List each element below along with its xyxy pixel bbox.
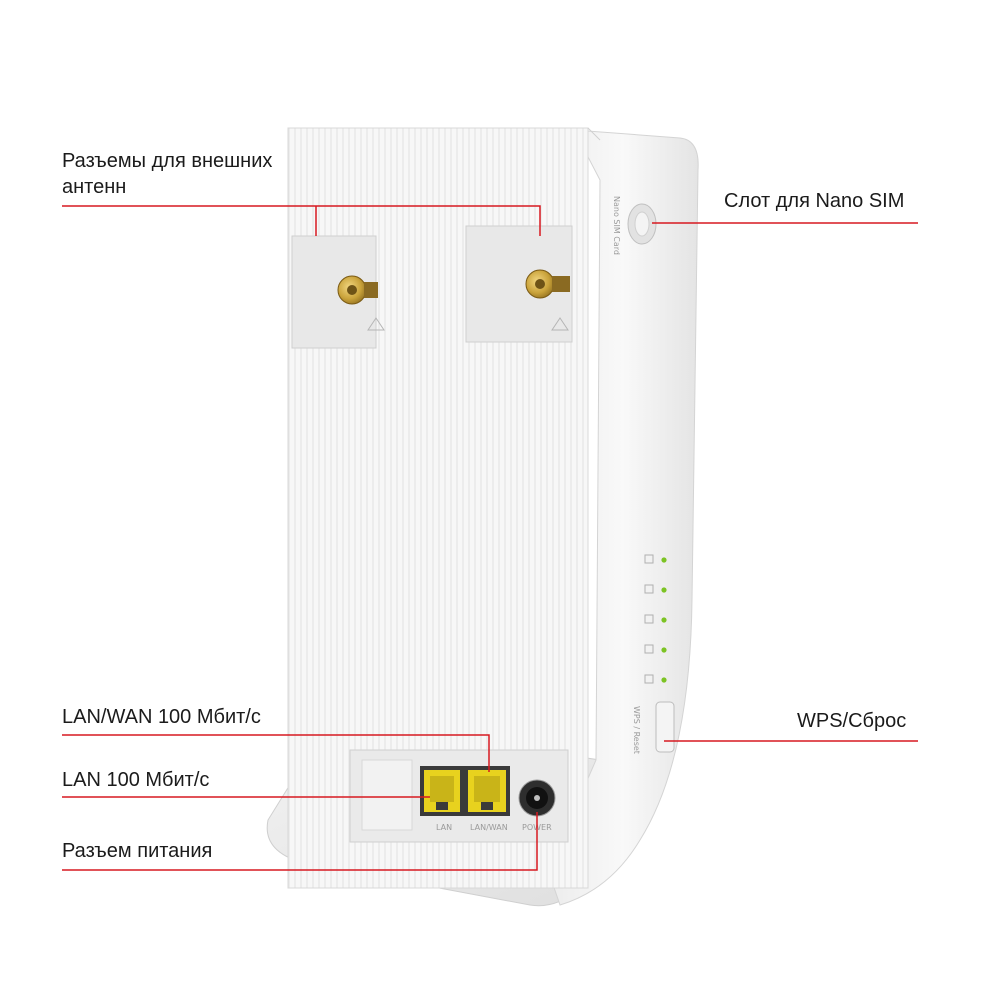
port-lan-wan-text: LAN/WAN <box>470 823 508 832</box>
sim-slot-text: Nano SIM Card <box>612 196 621 255</box>
lan-port <box>420 766 464 816</box>
callout-line-power <box>62 812 538 871</box>
callout-lan: LAN 100 Мбит/с <box>62 769 210 791</box>
lan-wan-port <box>464 766 510 816</box>
status-led <box>661 617 667 623</box>
wifi-icon <box>644 614 654 624</box>
status-led <box>661 647 667 653</box>
status-led <box>661 587 667 593</box>
signal-strength-icon <box>644 554 654 564</box>
callout-line-lan-wan <box>62 734 490 772</box>
lan-icon <box>644 644 654 654</box>
callout-wps-reset: WPS/Сброс <box>797 710 907 732</box>
power-icon <box>644 674 654 684</box>
port-bay: LAN LAN/WAN POWER <box>349 749 569 843</box>
callout-antennas: Разъемы для внешних антенн <box>62 150 273 198</box>
4g-signal-icon <box>644 584 654 594</box>
callout-lan-wan: LAN/WAN 100 Мбит/с <box>62 706 261 728</box>
wps-reset-button: WPS / Reset <box>632 701 675 754</box>
callout-sim-slot: Слот для Nano SIM <box>724 190 905 212</box>
status-led <box>661 677 667 683</box>
led-column <box>644 554 667 684</box>
sim-slot: Nano SIM Card <box>612 196 657 255</box>
status-led <box>661 557 667 563</box>
port-lan-text: LAN <box>436 823 452 832</box>
antenna-recess-left <box>291 235 385 349</box>
callout-line-antennas <box>62 205 541 236</box>
callout-power: Разъем питания <box>62 840 213 862</box>
power-port <box>518 779 556 817</box>
antenna-recess-right <box>465 225 573 343</box>
wps-button-text: WPS / Reset <box>632 706 641 754</box>
callout-lines <box>62 205 918 871</box>
